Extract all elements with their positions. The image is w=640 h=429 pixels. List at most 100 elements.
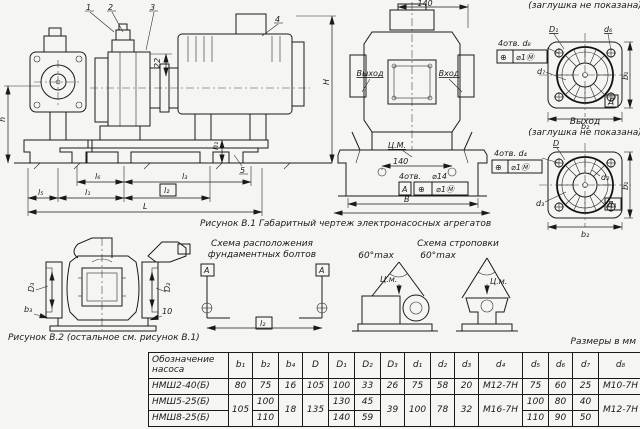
pump-name: НМШ8-25(Б)	[148, 410, 229, 427]
flange-view-top: (заглушка не показана) D₁ d₆ 4отв. d₈ ⊕ …	[496, 1, 640, 131]
callout-1: 1	[86, 3, 91, 12]
pump-name: НМШ2-40(Б)	[148, 378, 229, 395]
cell: 58	[430, 378, 455, 395]
cell: 100	[252, 394, 279, 411]
flange-top-title: (заглушка не показана)	[528, 1, 640, 11]
sling-cm-left: Ц.м.	[380, 275, 397, 284]
bolt-schema-title-1: Схема расположения	[211, 239, 314, 249]
cell: 80	[228, 378, 253, 395]
fig1-dimensions: 22 H h h₁ l₆ l₃ l₅ l₁ l₂ L	[0, 15, 336, 216]
table-row: НМШ5-25(Б) 105 100 18 135 130 45 39 100 …	[148, 394, 640, 427]
sling-title: Схема строповки	[417, 239, 499, 249]
cell: 100	[522, 394, 549, 411]
outlet-label: Выход	[357, 69, 384, 78]
callout-2: 2	[108, 3, 113, 12]
figure1-caption: Рисунок В.1 Габаритный чертеж электронас…	[200, 219, 491, 229]
flange-bottom-b1: b₁	[621, 182, 630, 190]
dim-base-140: 140	[393, 157, 408, 166]
cell: 39	[380, 394, 405, 427]
sling-cm-right: Ц.м.	[490, 277, 507, 286]
sling-schema: Схема строповки 60°max 60°max Ц.м. Ц.м.	[352, 239, 518, 332]
cell: 100	[404, 394, 431, 427]
dim-top-140: 140	[417, 0, 432, 8]
flange-bottom-d2: d₂	[601, 173, 610, 182]
flange-bottom-d3: d₃	[536, 199, 544, 208]
dim-l2: l₂	[164, 186, 170, 195]
fig1-front-labels: 140 Выход Вход Ц.М. 140 4отв. ⌀14 А ⊕ ⌀1…	[333, 0, 491, 216]
fig1-end-view	[23, 27, 93, 164]
flange-top-b1: b₁	[621, 72, 630, 80]
cell: 25	[572, 378, 599, 395]
dim-L: L	[143, 202, 147, 211]
flange-top-D1: D₁	[549, 25, 558, 34]
bolt-datum-right: А	[318, 266, 324, 275]
cell: 135	[302, 394, 329, 427]
cell: М16-7Н	[478, 394, 523, 427]
header-b4: b₄	[278, 352, 303, 379]
dim-B: В	[404, 195, 410, 204]
dia-14: ⌀14	[432, 172, 447, 181]
units-note: Размеры в мм	[570, 337, 636, 347]
cell: 110	[522, 410, 549, 427]
cell: 45	[354, 394, 381, 411]
header-D1: D₁	[328, 352, 355, 379]
bolt-schema: Схема расположения фундаментных болтов А…	[200, 239, 330, 331]
flange-bottom-pos-sym: ⊕	[495, 163, 502, 172]
header-D: D	[302, 352, 329, 379]
cell: 60	[548, 378, 573, 395]
cell: 33	[354, 378, 381, 395]
fig1-callouts: 1 2 3 4 5	[85, 3, 283, 175]
cell: 80	[548, 394, 573, 411]
callout-5: 5	[240, 166, 245, 175]
cell: М12-7Н	[598, 394, 640, 427]
holes-14-note: 4отв.	[399, 172, 421, 181]
flange-bottom-holes: 4отв. d₄	[494, 149, 528, 158]
flange-top-pos-tol: ⌀1Ⓜ	[516, 53, 536, 62]
cell: 32	[454, 394, 479, 427]
header-d7: d₇	[572, 352, 599, 379]
cell: 18	[278, 394, 303, 427]
dim-l6: l₆	[95, 172, 101, 181]
fig2-b3: b₃	[24, 305, 32, 314]
pump-name: НМШ5-25(Б)	[148, 394, 229, 411]
bolt-datum-left: А	[203, 266, 209, 275]
cell: 40	[572, 394, 599, 411]
cell: 50	[572, 410, 599, 427]
figure2-caption: Рисунок В.2 (остальное см. рисунок В.1)	[8, 333, 200, 343]
header-D3: D₃	[380, 352, 405, 379]
flange-top-pos-sym: ⊕	[500, 53, 507, 62]
callout-3: 3	[150, 3, 155, 12]
header-d6: d₆	[548, 352, 573, 379]
cell: 78	[430, 394, 455, 427]
cell: 20	[454, 378, 479, 395]
table-row: НМШ8-25(Б) 110 140 59 110 90 50	[148, 410, 640, 427]
sling-angle-right: 60°max	[420, 251, 456, 261]
dim-l5: l₅	[38, 188, 43, 197]
flange-top-b2: b₂	[581, 122, 590, 131]
dim-l3: l₃	[182, 172, 187, 181]
flange-bottom-D: D	[553, 139, 559, 148]
table-row: НМШ2-40(Б) 80 75 16 105 100 33 26 75 58 …	[148, 378, 640, 395]
cell: 59	[354, 410, 381, 427]
inlet-label: Вход	[439, 69, 460, 78]
flange-bottom-b2: b₂	[581, 230, 590, 239]
flange-top-d6: d₆	[604, 25, 613, 34]
cell: 130	[328, 394, 355, 411]
flange-view-bottom: Выход (заглушка не показана) D d₂ 4отв. …	[491, 117, 640, 239]
fig1-main-view	[14, 13, 332, 170]
cell: 105	[302, 378, 329, 395]
cell: 26	[380, 378, 405, 395]
pos-tol-symbol: ⊕	[418, 185, 425, 194]
cell: 140	[328, 410, 355, 427]
cell: 100	[328, 378, 355, 395]
cell: 75	[522, 378, 549, 395]
fig2-D3: D₃	[27, 283, 36, 292]
cell: 90	[548, 410, 573, 427]
flange-top-view-letter: Д	[607, 97, 614, 106]
header-b2: b₂	[252, 352, 279, 379]
fig2-view: D₃ b₃ D₂ 10	[24, 237, 191, 332]
flange-bottom-pos-tol: ⌀1Ⓜ	[511, 163, 531, 172]
flange-bottom-title2: (заглушка не показана)	[528, 128, 640, 138]
